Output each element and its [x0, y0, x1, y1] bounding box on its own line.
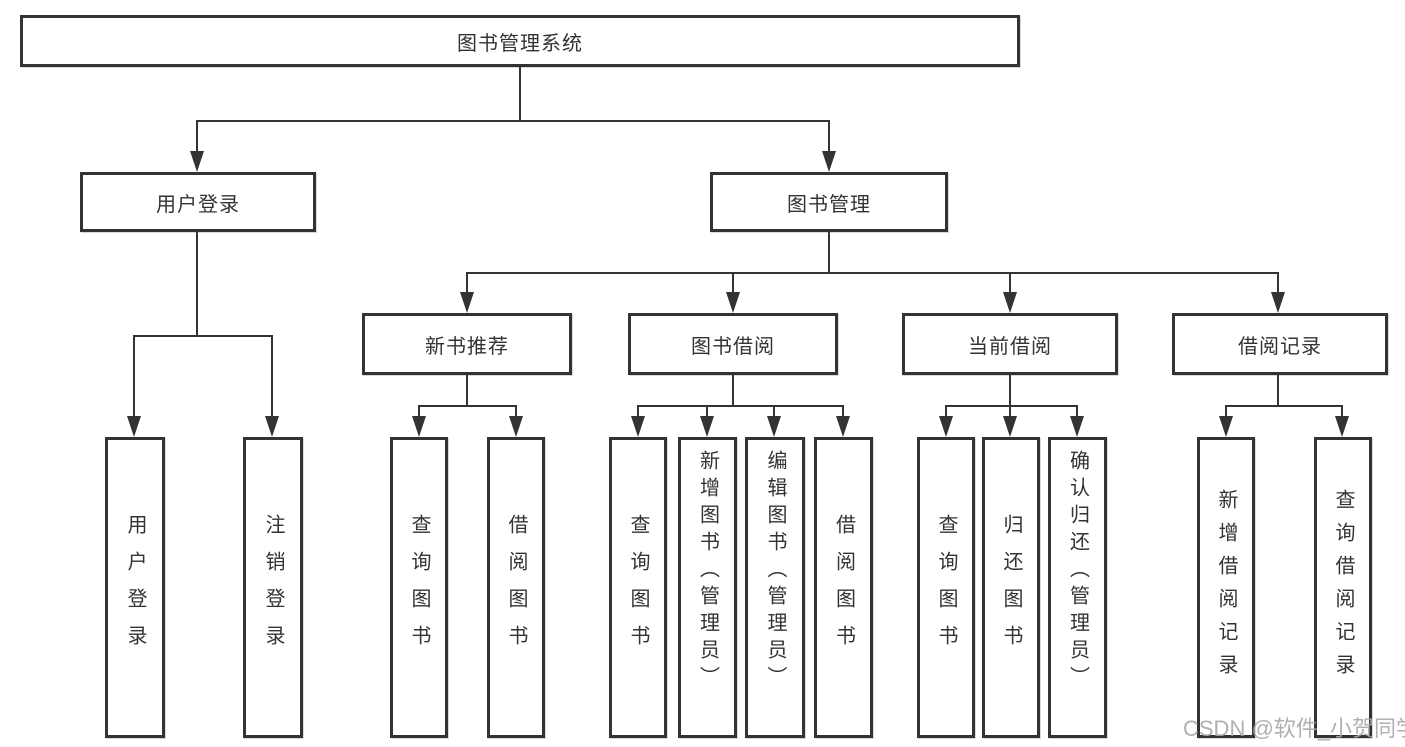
leaf-query-borrow-record: 查询借阅记录	[1314, 437, 1372, 738]
node-label: 图书借阅	[691, 335, 775, 358]
connector-line	[466, 272, 1279, 274]
node-label: 注销登录	[262, 513, 284, 662]
node-label: 当前借阅	[968, 335, 1052, 358]
node-label: 归还图书	[1000, 513, 1022, 662]
connector-line	[732, 272, 734, 294]
node-label: 新增借阅记录	[1215, 488, 1237, 687]
arrow-down-icon	[631, 416, 645, 437]
leaf-confirm-return-admin: 确认归还（管理员）	[1048, 437, 1107, 738]
connector-line	[945, 405, 1078, 407]
connector-line	[133, 335, 273, 337]
connector-line	[637, 405, 844, 407]
connector-line	[828, 120, 830, 154]
node-current-borrow: 当前借阅	[902, 313, 1118, 375]
connector-line	[1341, 405, 1343, 419]
arrow-down-icon	[265, 416, 279, 437]
leaf-borrow-books-recommend: 借阅图书	[487, 437, 545, 738]
arrow-down-icon	[700, 416, 714, 437]
connector-line	[418, 405, 420, 419]
arrow-down-icon	[726, 292, 740, 313]
node-label: 查询图书	[408, 513, 430, 662]
node-label: 查询图书	[935, 513, 957, 662]
leaf-borrow-books: 借阅图书	[814, 437, 873, 738]
connector-line	[196, 120, 198, 154]
connector-line	[133, 335, 135, 417]
connector-line	[466, 375, 468, 405]
arrow-down-icon	[767, 416, 781, 437]
leaf-query-books-recommend: 查询图书	[390, 437, 448, 738]
node-label: 编辑图书（管理员）	[764, 450, 786, 693]
node-label: 图书管理系统	[457, 32, 583, 55]
csdn-watermark: CSDN @软件_小贺同学	[1183, 716, 1405, 741]
connector-line	[773, 405, 775, 419]
node-label: 查询图书	[627, 513, 649, 662]
connector-line	[1076, 405, 1078, 419]
leaf-return-books: 归还图书	[982, 437, 1040, 738]
connector-line	[1225, 405, 1343, 407]
node-book-management: 图书管理	[710, 172, 948, 232]
connector-line	[945, 405, 947, 419]
node-label: 借阅图书	[832, 513, 855, 662]
connector-line	[842, 405, 844, 419]
node-label: 用户登录	[124, 513, 146, 662]
arrow-down-icon	[1219, 416, 1233, 437]
arrow-down-icon	[1003, 416, 1017, 437]
connector-line	[1277, 375, 1279, 405]
node-book-borrow: 图书借阅	[628, 313, 838, 375]
node-new-book-recommend: 新书推荐	[362, 313, 572, 375]
arrow-down-icon	[822, 151, 836, 172]
connector-line	[271, 335, 273, 417]
arrow-down-icon	[1003, 292, 1017, 313]
node-label: 图书管理	[787, 193, 871, 216]
node-label: 新增图书（管理员）	[696, 450, 719, 693]
node-label: 查询借阅记录	[1332, 488, 1354, 687]
connector-line	[706, 405, 708, 419]
connector-line	[1009, 375, 1011, 405]
connector-line	[1009, 405, 1011, 419]
connector-line	[732, 375, 734, 405]
connector-line	[418, 405, 517, 407]
leaf-edit-books-admin: 编辑图书（管理员）	[745, 437, 805, 738]
leaf-add-books-admin: 新增图书（管理员）	[678, 437, 737, 738]
arrow-down-icon	[836, 416, 850, 437]
node-borrow-records: 借阅记录	[1172, 313, 1388, 375]
node-label: 用户登录	[156, 193, 240, 216]
leaf-query-books-current: 查询图书	[917, 437, 975, 738]
leaf-add-borrow-record: 新增借阅记录	[1197, 437, 1255, 738]
node-root-library-system: 图书管理系统	[20, 15, 1020, 67]
arrow-down-icon	[127, 416, 141, 437]
connector-line	[1009, 272, 1011, 294]
connector-line	[196, 232, 198, 335]
connector-line	[1225, 405, 1227, 419]
arrow-down-icon	[939, 416, 953, 437]
connector-line	[519, 67, 521, 120]
connector-line	[828, 232, 830, 272]
arrow-down-icon	[460, 292, 474, 313]
arrow-down-icon	[1335, 416, 1349, 437]
node-label: 新书推荐	[425, 335, 509, 358]
node-label: 确认归还（管理员）	[1066, 450, 1089, 693]
connector-line	[466, 272, 468, 294]
connector-line	[196, 120, 830, 122]
arrow-down-icon	[1070, 416, 1084, 437]
connector-line	[1277, 272, 1279, 294]
arrow-down-icon	[190, 151, 204, 172]
leaf-logout: 注销登录	[243, 437, 303, 738]
arrow-down-icon	[509, 416, 523, 437]
arrow-down-icon	[412, 416, 426, 437]
connector-line	[637, 405, 639, 419]
connector-line	[515, 405, 517, 419]
arrow-down-icon	[1271, 292, 1285, 313]
node-label: 借阅记录	[1238, 335, 1322, 358]
node-user-login: 用户登录	[80, 172, 316, 232]
leaf-user-login: 用户登录	[105, 437, 165, 738]
leaf-query-books-borrow: 查询图书	[609, 437, 667, 738]
node-label: 借阅图书	[505, 513, 527, 662]
